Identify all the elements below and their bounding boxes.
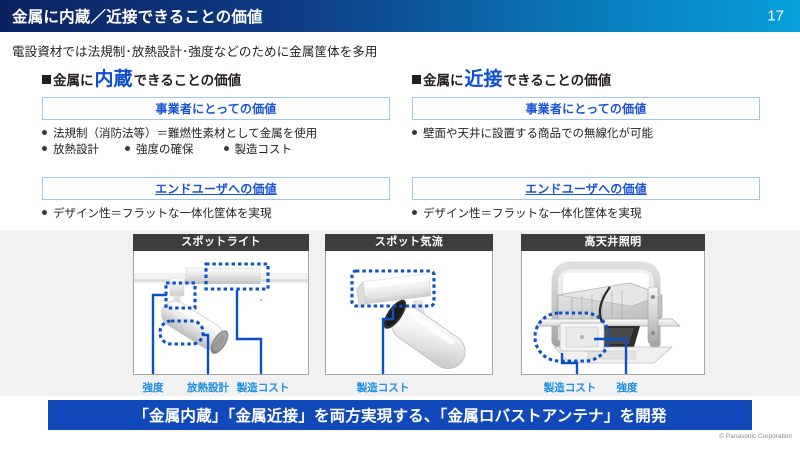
product-panel-air-spot: スポット気流 xyxy=(325,234,493,394)
column-heading: 金属に 近接 できることの価値 xyxy=(412,70,760,91)
conclusion-banner: 「金属内蔵」「金属近接」を両方実現する、「金属ロバストアンテナ」を開発 xyxy=(48,400,752,430)
enduser-value-bullets: デザイン性＝フラットな一体化筐体を実現 xyxy=(42,206,390,222)
list-item: 強度の確保 xyxy=(125,142,194,158)
list-item: 法規制（消防法等）＝難燃性素材として金属を使用 xyxy=(42,126,317,142)
product-panel-spotlight: スポットライト xyxy=(133,234,309,394)
business-value-box: 事業者にとっての価値 xyxy=(412,97,760,120)
bullet-dot-icon xyxy=(42,146,47,151)
section-spacer xyxy=(412,158,760,177)
enduser-value-label: エンドユーザへの価値 xyxy=(525,182,647,196)
callout-label: 製造コスト xyxy=(356,382,410,394)
panel-caption: 高天井照明 xyxy=(521,234,705,251)
list-item-label: 放熱設計 xyxy=(53,144,99,156)
business-value-label: 事業者にとっての価値 xyxy=(155,102,277,116)
bullet-row: 放熱設計 強度の確保 製造コスト xyxy=(42,142,390,158)
list-item-label: デザイン性＝フラットな一体化筐体を実現 xyxy=(423,208,642,220)
list-item: 壁面や天井に設置する商品での無線化が可能 xyxy=(412,126,653,142)
bullet-dot-icon xyxy=(42,130,47,135)
slide-header: 金属に内蔵／近接できることの価値 17 xyxy=(0,0,800,32)
business-value-bullets: 法規制（消防法等）＝難燃性素材として金属を使用 放熱設計 強度の確保 製造コスト xyxy=(42,126,390,158)
business-value-box: 事業者にとっての価値 xyxy=(42,97,390,120)
air-spot-illustration xyxy=(326,251,492,374)
enduser-value-box: エンドユーザへの価値 xyxy=(42,177,390,200)
column-metal-embedded: 金属に 内蔵 できることの価値 事業者にとっての価値 法規制（消防法等）＝難燃性… xyxy=(42,70,390,222)
conclusion-text: 「金属内蔵」「金属近接」を両方実現する、「金属ロバストアンテナ」を開発 xyxy=(133,408,667,425)
list-item: 製造コスト xyxy=(223,142,293,158)
bullet-row: デザイン性＝フラットな一体化筐体を実現 xyxy=(412,206,760,222)
callout-label: 強度 xyxy=(616,382,638,394)
product-examples-band: スポットライト xyxy=(0,230,800,396)
callout-label: 放熱設計 xyxy=(187,382,229,394)
list-item-label: 強度の確保 xyxy=(136,144,194,156)
copyright-notice: © Panasonic Corporation xyxy=(719,433,792,440)
bullet-dot-icon xyxy=(42,210,47,215)
bullet-dot-icon xyxy=(412,210,417,215)
heading-suffix: できることの価値 xyxy=(503,73,612,88)
list-item-label: デザイン性＝フラットな一体化筐体を実現 xyxy=(53,208,272,220)
product-panel-high-bay: 高天井照明 xyxy=(521,234,705,394)
business-value-label: 事業者にとっての価値 xyxy=(525,102,647,116)
callout-label: 製造コスト xyxy=(543,382,597,394)
panel-image xyxy=(133,251,309,375)
business-value-bullets: 壁面や天井に設置する商品での無線化が可能 xyxy=(412,126,760,158)
lead-sentence: 電設資材では法規制･放熱設計･強度などのために金属筐体を多用 xyxy=(12,45,378,59)
bullet-dot-icon xyxy=(125,146,130,151)
heading-suffix: できることの価値 xyxy=(133,73,242,88)
heading-prefix: 金属に xyxy=(53,73,94,88)
enduser-value-box: エンドユーザへの価値 xyxy=(412,177,760,200)
heading-prefix: 金属に xyxy=(423,73,464,88)
high-bay-illustration xyxy=(522,251,704,374)
page-title: 金属に内蔵／近接できることの価値 xyxy=(12,9,263,26)
bullet-row: 法規制（消防法等）＝難燃性素材として金属を使用 xyxy=(42,126,390,142)
page-number: 17 xyxy=(767,7,784,25)
list-item: デザイン性＝フラットな一体化筐体を実現 xyxy=(412,206,642,222)
enduser-value-bullets: デザイン性＝フラットな一体化筐体を実現 xyxy=(412,206,760,222)
section-spacer xyxy=(42,158,390,177)
list-item-label: 法規制（消防法等）＝難燃性素材として金属を使用 xyxy=(53,128,318,140)
heading-highlight: 近接 xyxy=(464,69,503,90)
heading-highlight: 内蔵 xyxy=(94,69,133,90)
list-item: 放熱設計 xyxy=(42,142,99,158)
list-item-label: 壁面や天井に設置する商品での無線化が可能 xyxy=(423,128,653,140)
bullet-row: デザイン性＝フラットな一体化筐体を実現 xyxy=(42,206,390,222)
enduser-value-label: エンドユーザへの価値 xyxy=(155,182,277,196)
panel-caption: スポットライト xyxy=(133,234,309,251)
list-item: デザイン性＝フラットな一体化筐体を実現 xyxy=(42,206,272,222)
panel-caption: スポット気流 xyxy=(325,234,493,251)
square-bullet-icon xyxy=(42,75,51,84)
callout-label: 強度 xyxy=(142,382,164,394)
bullet-row: 壁面や天井に設置する商品での無線化が可能 xyxy=(412,126,760,142)
column-metal-adjacent: 金属に 近接 できることの価値 事業者にとっての価値 壁面や天井に設置する商品で… xyxy=(412,70,760,222)
spotlight-illustration xyxy=(134,251,308,374)
column-heading: 金属に 内蔵 できることの価値 xyxy=(42,70,390,91)
panel-image xyxy=(325,251,493,375)
bullet-dot-icon xyxy=(412,130,417,135)
list-item-label: 製造コスト xyxy=(234,144,293,156)
bullet-row-empty xyxy=(412,142,760,158)
square-bullet-icon xyxy=(412,75,421,84)
bullet-dot-icon xyxy=(223,146,229,151)
panel-image xyxy=(521,251,705,375)
callout-label: 製造コスト xyxy=(236,382,290,394)
